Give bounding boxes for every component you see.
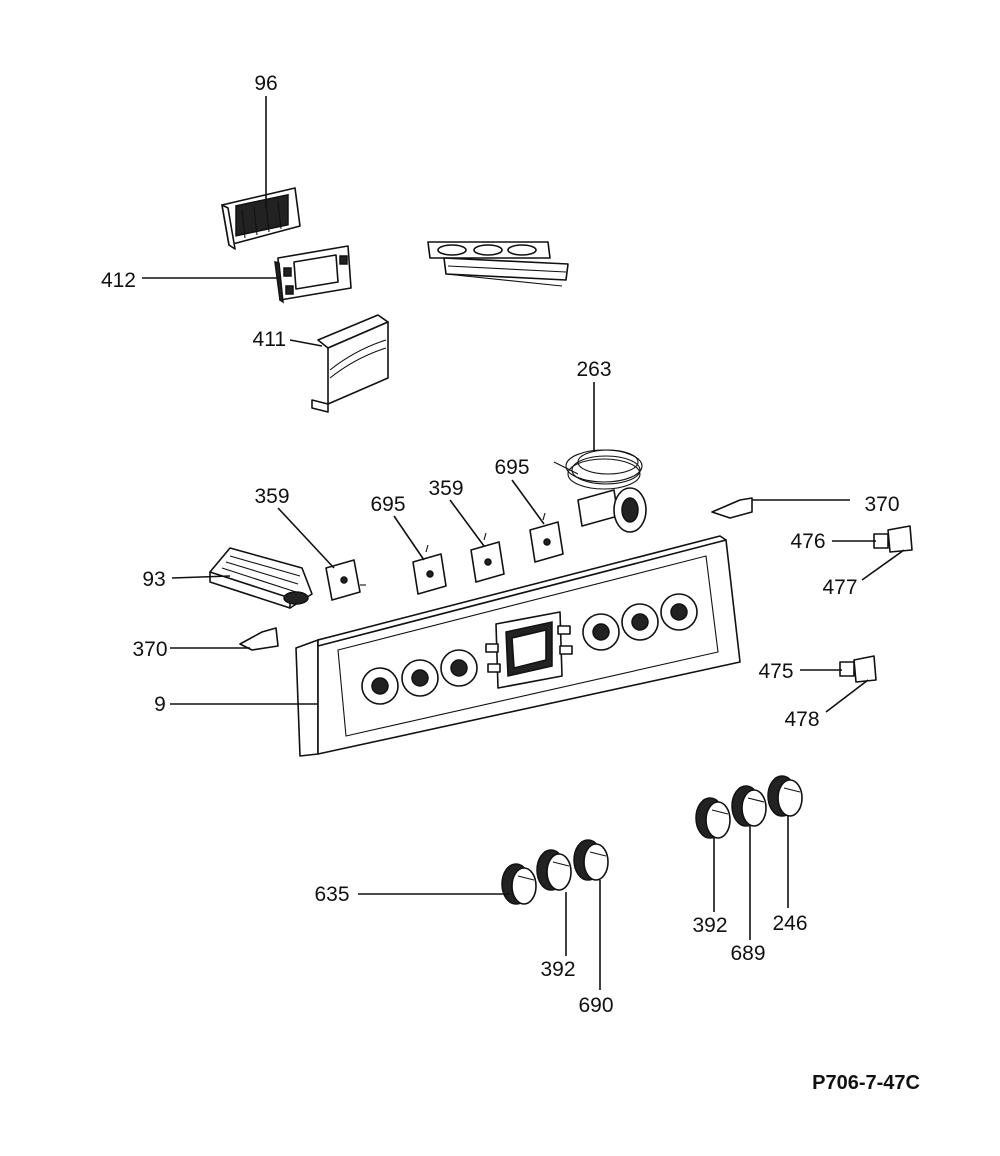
callout-411: 411 xyxy=(253,328,286,351)
callout-labels: 96 412 411 263 359 695 359 695 370 476 4… xyxy=(101,72,900,1017)
callout-263: 263 xyxy=(576,358,611,381)
part-knobs-left-group xyxy=(501,839,609,905)
callout-689: 689 xyxy=(730,942,765,965)
callout-695-right: 695 xyxy=(494,456,529,479)
part-476-477-pin xyxy=(873,525,913,553)
knob-690 xyxy=(573,839,609,881)
callout-690: 690 xyxy=(578,994,613,1017)
part-412-display-frame xyxy=(274,245,352,304)
part-9-control-panel xyxy=(295,535,741,757)
knob-246 xyxy=(767,775,803,817)
callout-9: 9 xyxy=(154,693,166,716)
callout-478: 478 xyxy=(784,708,819,731)
knob-635 xyxy=(501,863,537,905)
part-knobs-right-group xyxy=(695,775,803,839)
callout-392-right: 392 xyxy=(692,914,727,937)
knob-392-right xyxy=(695,797,731,839)
part-93-terminal-block xyxy=(209,547,313,609)
callout-695-left: 695 xyxy=(370,493,405,516)
callout-359-right: 359 xyxy=(428,477,463,500)
callout-412: 412 xyxy=(101,269,136,292)
part-96-frame xyxy=(221,187,301,250)
callout-476: 476 xyxy=(790,530,825,553)
callout-392-left: 392 xyxy=(540,958,575,981)
callout-477: 477 xyxy=(822,576,857,599)
callout-635: 635 xyxy=(314,883,349,906)
knob-392-left xyxy=(536,849,572,891)
part-board-unlabelled xyxy=(427,241,569,287)
part-359-switch-right xyxy=(470,532,505,583)
part-695-switch-left xyxy=(412,544,447,595)
callout-475: 475 xyxy=(758,660,793,683)
part-695-switch-right xyxy=(529,512,564,563)
part-359-switch-left xyxy=(325,559,366,601)
part-370-clip-right xyxy=(711,497,753,519)
callout-359-left: 359 xyxy=(254,485,289,508)
callout-96: 96 xyxy=(254,72,277,95)
part-475-478-pin xyxy=(839,655,877,683)
drawing-code: P706-7-47C xyxy=(812,1072,920,1094)
callout-93: 93 xyxy=(142,568,165,591)
part-263-motor-cable xyxy=(553,449,647,533)
callout-246: 246 xyxy=(772,912,807,935)
callout-370-right: 370 xyxy=(864,493,899,516)
part-370-clip-left xyxy=(239,627,279,651)
part-411-cover xyxy=(311,314,389,413)
leader-lines xyxy=(142,96,905,990)
callout-370-left: 370 xyxy=(132,638,167,661)
knob-689 xyxy=(731,785,767,827)
